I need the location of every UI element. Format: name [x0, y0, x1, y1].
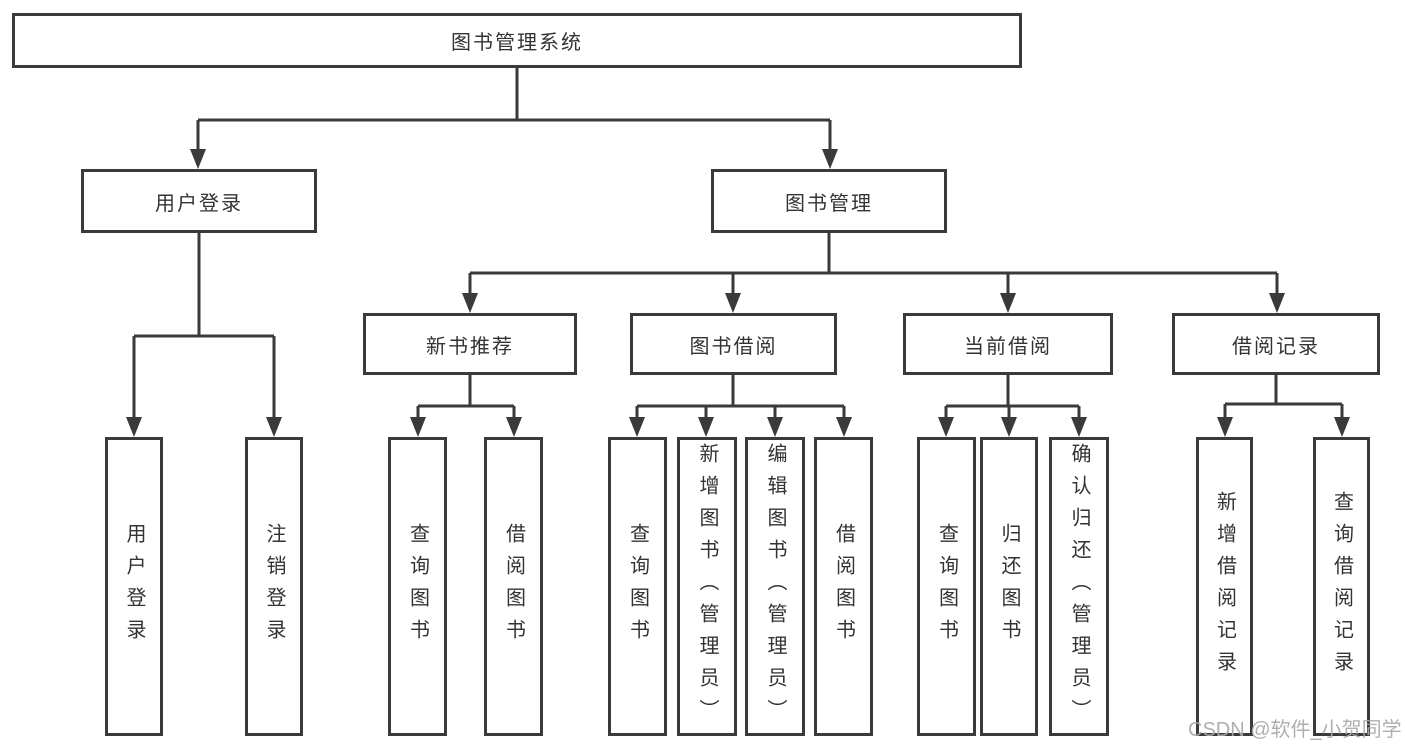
leaf-query-books-recommend-label: 查询图书 [406, 522, 429, 651]
leaf-borrow-books-recommend-label: 借阅图书 [502, 522, 525, 651]
node-user-login: 用户登录 [81, 169, 317, 233]
connector-root-to-level2 [196, 68, 832, 150]
leaf-query-borrow-record: 查询借阅记录 [1313, 437, 1370, 736]
leaf-edit-books-admin-label: 编辑图书（管理员） [764, 442, 786, 731]
connector-borrowing-records-to-leaves [1223, 375, 1344, 418]
arrowhead [1001, 417, 1017, 437]
arrowhead [190, 149, 206, 169]
arrowhead [506, 417, 522, 437]
arrowhead [1334, 417, 1350, 437]
leaf-logout-label: 注销登录 [263, 522, 285, 651]
leaf-add-books-admin: 新增图书（管理员） [677, 437, 737, 736]
leaf-user-login-label: 用户登录 [123, 522, 145, 651]
node-root-label: 图书管理系统 [451, 32, 583, 54]
node-book-management: 图书管理 [711, 169, 947, 233]
node-book-borrowing-label: 图书借阅 [689, 335, 778, 358]
node-borrowing-records: 借阅记录 [1172, 313, 1380, 375]
node-user-login-label: 用户登录 [155, 192, 243, 215]
leaf-confirm-return-admin-label: 确认归还（管理员） [1068, 442, 1090, 731]
arrowhead [1000, 293, 1016, 313]
leaf-borrow-books-label: 借阅图书 [832, 522, 855, 651]
connector-current-borrowing-to-leaves [944, 375, 1081, 418]
csdn-watermark: CSDN @软件_小贺同学 [1188, 719, 1402, 741]
arrowhead [698, 417, 714, 437]
node-new-book-recommend: 新书推荐 [363, 313, 577, 375]
node-root: 图书管理系统 [12, 13, 1022, 68]
arrowhead [1269, 293, 1285, 313]
node-current-borrowing-label: 当前借阅 [964, 335, 1052, 358]
arrowhead [266, 417, 282, 437]
connector-book-management-to-level3 [468, 233, 1279, 294]
leaf-add-books-admin-label: 新增图书（管理员） [696, 442, 718, 731]
arrowhead [1071, 417, 1087, 437]
leaf-user-login: 用户登录 [105, 437, 163, 736]
arrowhead [410, 417, 426, 437]
leaf-query-books-borrowing-label: 查询图书 [626, 522, 649, 651]
arrowhead [822, 149, 838, 169]
arrowhead [938, 417, 954, 437]
arrowhead [629, 417, 645, 437]
node-new-book-recommend-label: 新书推荐 [426, 335, 514, 358]
arrowhead [767, 417, 783, 437]
leaf-logout: 注销登录 [245, 437, 303, 736]
arrowhead [725, 293, 741, 313]
arrowheads [126, 149, 1350, 437]
leaf-query-books-current-label: 查询图书 [935, 522, 958, 651]
leaf-query-books-recommend: 查询图书 [388, 437, 447, 736]
node-book-borrowing: 图书借阅 [630, 313, 837, 375]
connector-user-login-to-leaves [132, 233, 276, 418]
leaf-add-borrow-record: 新增借阅记录 [1196, 437, 1253, 736]
node-borrowing-records-label: 借阅记录 [1232, 335, 1320, 358]
leaf-return-books: 归还图书 [980, 437, 1038, 736]
arrowhead [462, 293, 478, 313]
leaf-borrow-books: 借阅图书 [814, 437, 873, 736]
arrowhead [1217, 417, 1233, 437]
leaf-query-books-borrowing: 查询图书 [608, 437, 667, 736]
leaf-return-books-label: 归还图书 [998, 522, 1020, 651]
connector-new-book-recommend-to-leaves [416, 375, 516, 418]
leaf-confirm-return-admin: 确认归还（管理员） [1049, 437, 1109, 736]
leaf-query-borrow-record-label: 查询借阅记录 [1330, 490, 1353, 683]
leaf-add-borrow-record-label: 新增借阅记录 [1213, 490, 1236, 683]
leaf-edit-books-admin: 编辑图书（管理员） [745, 437, 805, 736]
arrowhead [126, 417, 142, 437]
arrowhead [836, 417, 852, 437]
leaf-borrow-books-recommend: 借阅图书 [484, 437, 543, 736]
connector-book-borrowing-to-leaves [635, 375, 846, 418]
node-book-management-label: 图书管理 [785, 192, 873, 215]
leaf-query-books-current: 查询图书 [917, 437, 976, 736]
node-current-borrowing: 当前借阅 [903, 313, 1113, 375]
